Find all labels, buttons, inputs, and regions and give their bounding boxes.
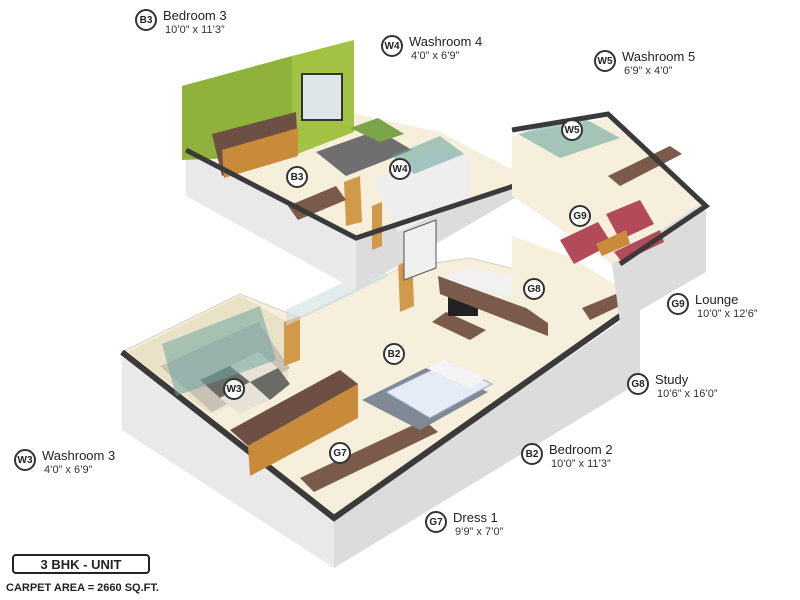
carpet-area: CARPET AREA = 2660 SQ.FT.	[6, 582, 159, 594]
marker-g7: G7	[329, 442, 351, 464]
wall-face-front	[334, 308, 640, 568]
marker-b3: B3	[286, 166, 308, 188]
room-name: Washroom 4	[409, 34, 483, 49]
upper-wall-face-left	[186, 150, 356, 290]
badge-g7: G7	[425, 511, 447, 533]
marker-w4: W4	[389, 158, 411, 180]
badge-w4: W4	[381, 35, 403, 57]
marker-g9: G9	[569, 205, 591, 227]
badge-w3: W3	[14, 449, 36, 471]
wardrobe-front	[248, 384, 358, 476]
stair-rail	[403, 219, 437, 281]
study-bench	[582, 294, 624, 320]
room-dims: 4’0” x 6’9”	[44, 464, 93, 476]
room-name: Study	[655, 372, 689, 387]
room-dims: 4’0” x 6’9”	[411, 50, 460, 62]
room-dims: 10’6” x 16’0”	[657, 388, 718, 400]
wall-face-left	[122, 352, 334, 568]
badge-w5: W5	[594, 50, 616, 72]
room-name: Dress 1	[453, 510, 498, 525]
wall-top-rim	[120, 299, 642, 522]
room-dims: 10’0” x 11’3”	[165, 24, 225, 36]
bedroom3-wardrobe-front	[222, 128, 298, 178]
badge-b3: B3	[135, 9, 157, 31]
room-dims: 6’9” x 4’0”	[624, 65, 673, 77]
washroom4-door	[372, 202, 382, 250]
room-name: Washroom 3	[42, 448, 116, 463]
bedroom3-pillow	[350, 118, 404, 142]
lounge-sofa-left	[560, 222, 612, 264]
room-name: Lounge	[695, 292, 739, 307]
lounge-chair	[606, 200, 654, 240]
badge-b2: B2	[521, 443, 543, 465]
wardrobe-top	[230, 370, 358, 446]
bedroom3-door	[344, 176, 362, 226]
bedroom3-bed	[316, 130, 412, 176]
study-floor	[512, 236, 640, 340]
unit-title: 3 BHK - UNIT	[12, 554, 150, 574]
marker-w5: W5	[561, 119, 583, 141]
lounge-sofa-right	[614, 230, 664, 262]
badge-g8: G8	[627, 373, 649, 395]
lounge-divider	[608, 146, 682, 186]
lounge-table	[596, 230, 630, 256]
upper-wall-top-rim	[184, 147, 533, 241]
bedroom3-window	[301, 73, 343, 121]
study-desk	[438, 276, 548, 336]
bench-dress	[300, 420, 438, 492]
room-dims: 9’9” x 7’0”	[455, 526, 504, 538]
room-name: Bedroom 2	[549, 442, 613, 457]
badge-g9: G9	[667, 293, 689, 315]
washroom3-door	[284, 316, 300, 366]
room-dims: 10’0” x 12’6”	[697, 308, 758, 320]
lounge-wall-top-rim	[511, 111, 710, 267]
marker-g8: G8	[523, 278, 545, 300]
room-name: Bedroom 3	[163, 8, 227, 23]
bedroom2-pillow	[426, 360, 486, 388]
marker-w3: W3	[223, 378, 245, 400]
washroom3-glass	[162, 306, 276, 396]
marker-b2: B2	[383, 343, 405, 365]
room-name: Washroom 5	[622, 49, 696, 64]
lounge-wall-face	[612, 204, 706, 322]
upper-wall-face-front	[356, 172, 532, 290]
room-dims: 10’0” x 11’3”	[551, 458, 611, 470]
tv-unit	[432, 312, 486, 340]
